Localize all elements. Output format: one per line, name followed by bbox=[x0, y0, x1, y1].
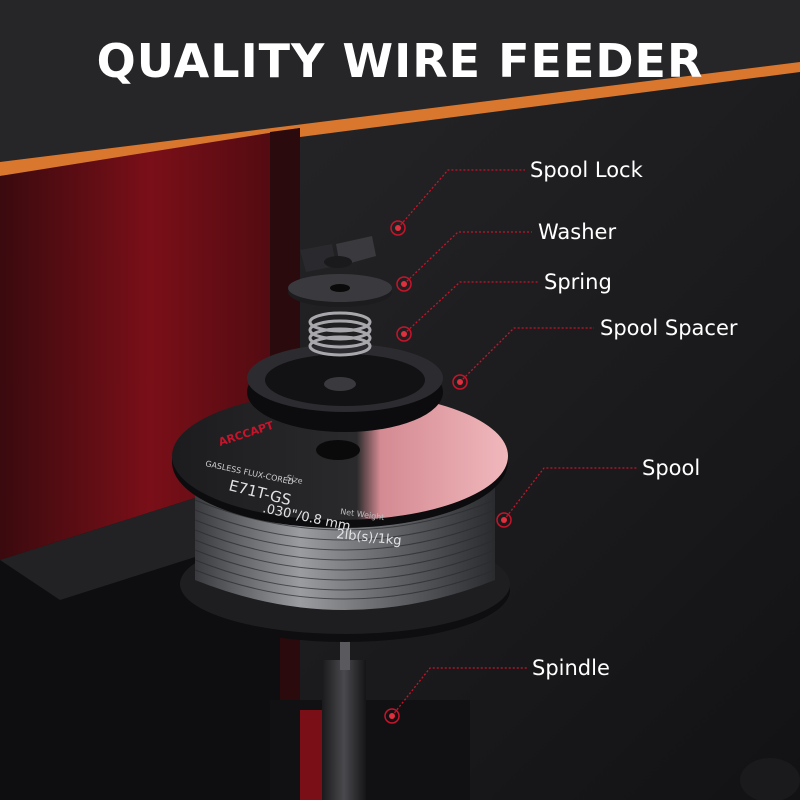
spool-size-caption: Size bbox=[286, 473, 304, 486]
callout-spring: Spring bbox=[544, 270, 612, 294]
adjust-knob bbox=[740, 758, 800, 800]
callout-spool: Spool bbox=[642, 456, 701, 480]
spring bbox=[308, 311, 372, 357]
spool-weight: 2lb(s)/1kg bbox=[336, 527, 403, 549]
callout-spool-spacer: Spool Spacer bbox=[600, 316, 738, 340]
callout-washer: Washer bbox=[538, 220, 617, 244]
spindle-shaft bbox=[322, 660, 366, 800]
callout-lines bbox=[391, 169, 638, 717]
spool-center-hole bbox=[316, 440, 360, 460]
callout-markers bbox=[384, 220, 512, 724]
page-title: QUALITY WIRE FEEDER bbox=[96, 34, 704, 88]
callout-spindle: Spindle bbox=[532, 656, 610, 680]
spool-lock bbox=[300, 236, 376, 272]
header-band bbox=[0, 0, 800, 162]
callout-spool-lock: Spool Lock bbox=[530, 158, 643, 182]
